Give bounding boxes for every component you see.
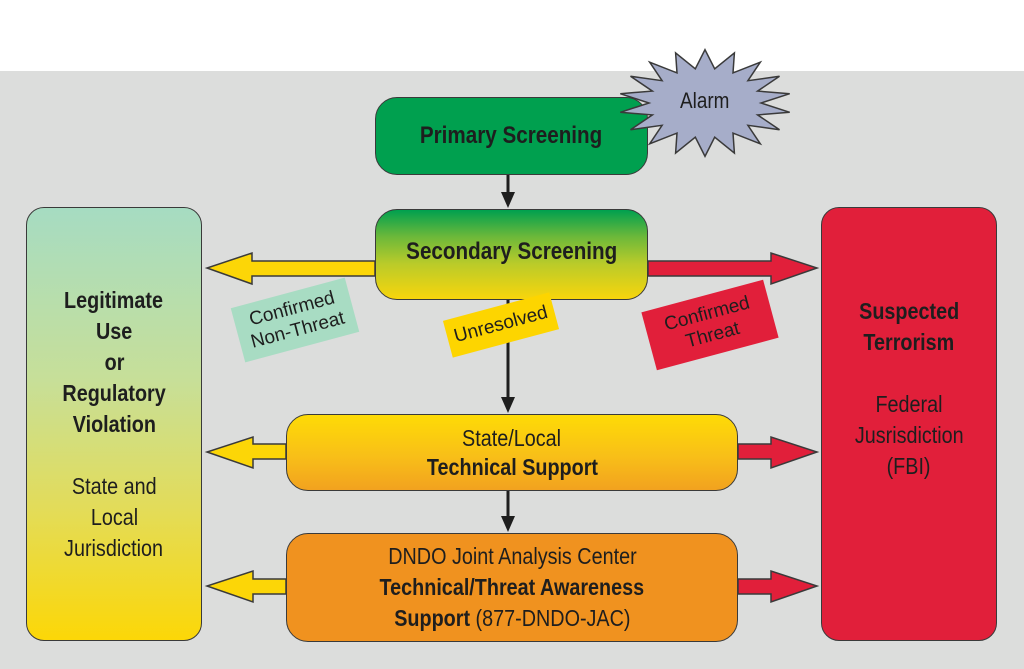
state-local-line2: Technical Support	[426, 453, 598, 480]
dndo-line3: Support (877-DNDO-JAC)	[394, 603, 630, 634]
legitimate-sub-line: Local	[90, 503, 138, 530]
alarm-label: Alarm	[665, 88, 745, 114]
alarm-label-text: Alarm	[680, 88, 730, 113]
terrorism-sub-line: Jusrisdiction	[854, 422, 964, 448]
legitimate-sub-line: State and	[71, 472, 157, 499]
dndo-jac-node: DNDO Joint Analysis Center Technical/Thr…	[286, 533, 738, 642]
secondary-screening-node: Secondary Screening	[375, 209, 648, 300]
state-local-line1: State/Local	[462, 424, 562, 451]
secondary-screening-title: Secondary Screening	[405, 237, 618, 265]
legitimate-title-line: Violation	[72, 410, 156, 437]
terrorism-title-line: Suspected	[858, 298, 960, 324]
arrow-secondary-to-terrorism	[647, 251, 820, 286]
dndo-line2: Technical/Threat Awareness	[379, 574, 645, 600]
primary-screening-node: Primary Screening	[375, 97, 648, 175]
primary-screening-title: Primary Screening	[420, 122, 603, 149]
dndo-line3-bold: Support	[393, 605, 470, 631]
terrorism-sub-line: Federal	[875, 391, 943, 417]
arrow-dndo-to-legitimate	[204, 569, 287, 604]
legitimate-title-line: Use	[95, 317, 133, 344]
arrow-primary-to-secondary	[501, 175, 515, 208]
arrow-dndo-to-terrorism	[737, 569, 820, 604]
suspected-terrorism-node: Suspected Terrorism Federal Jusrisdictio…	[821, 207, 997, 641]
state-local-support-node: State/Local Technical Support	[286, 414, 738, 491]
dndo-line1: DNDO Joint Analysis Center	[387, 543, 637, 569]
arrow-state-to-dndo	[501, 491, 515, 532]
arrow-state-to-legitimate	[204, 435, 287, 470]
alarm-starburst-icon	[620, 48, 790, 158]
legitimate-title-line: Regulatory	[62, 379, 166, 406]
legitimate-title-line: or	[104, 348, 124, 375]
terrorism-sub-line: (FBI)	[887, 453, 931, 479]
arrow-secondary-to-legitimate	[204, 251, 376, 286]
legitimate-use-node: Legitimate Use or Regulatory Violation S…	[26, 207, 202, 641]
terrorism-title-line: Terrorism	[863, 329, 955, 355]
arrow-state-to-terrorism	[737, 435, 820, 470]
legitimate-title-line: Legitimate	[64, 286, 164, 313]
legitimate-sub-line: Jurisdiction	[64, 534, 164, 561]
dndo-line3-phone: (877-DNDO-JAC)	[469, 605, 631, 631]
